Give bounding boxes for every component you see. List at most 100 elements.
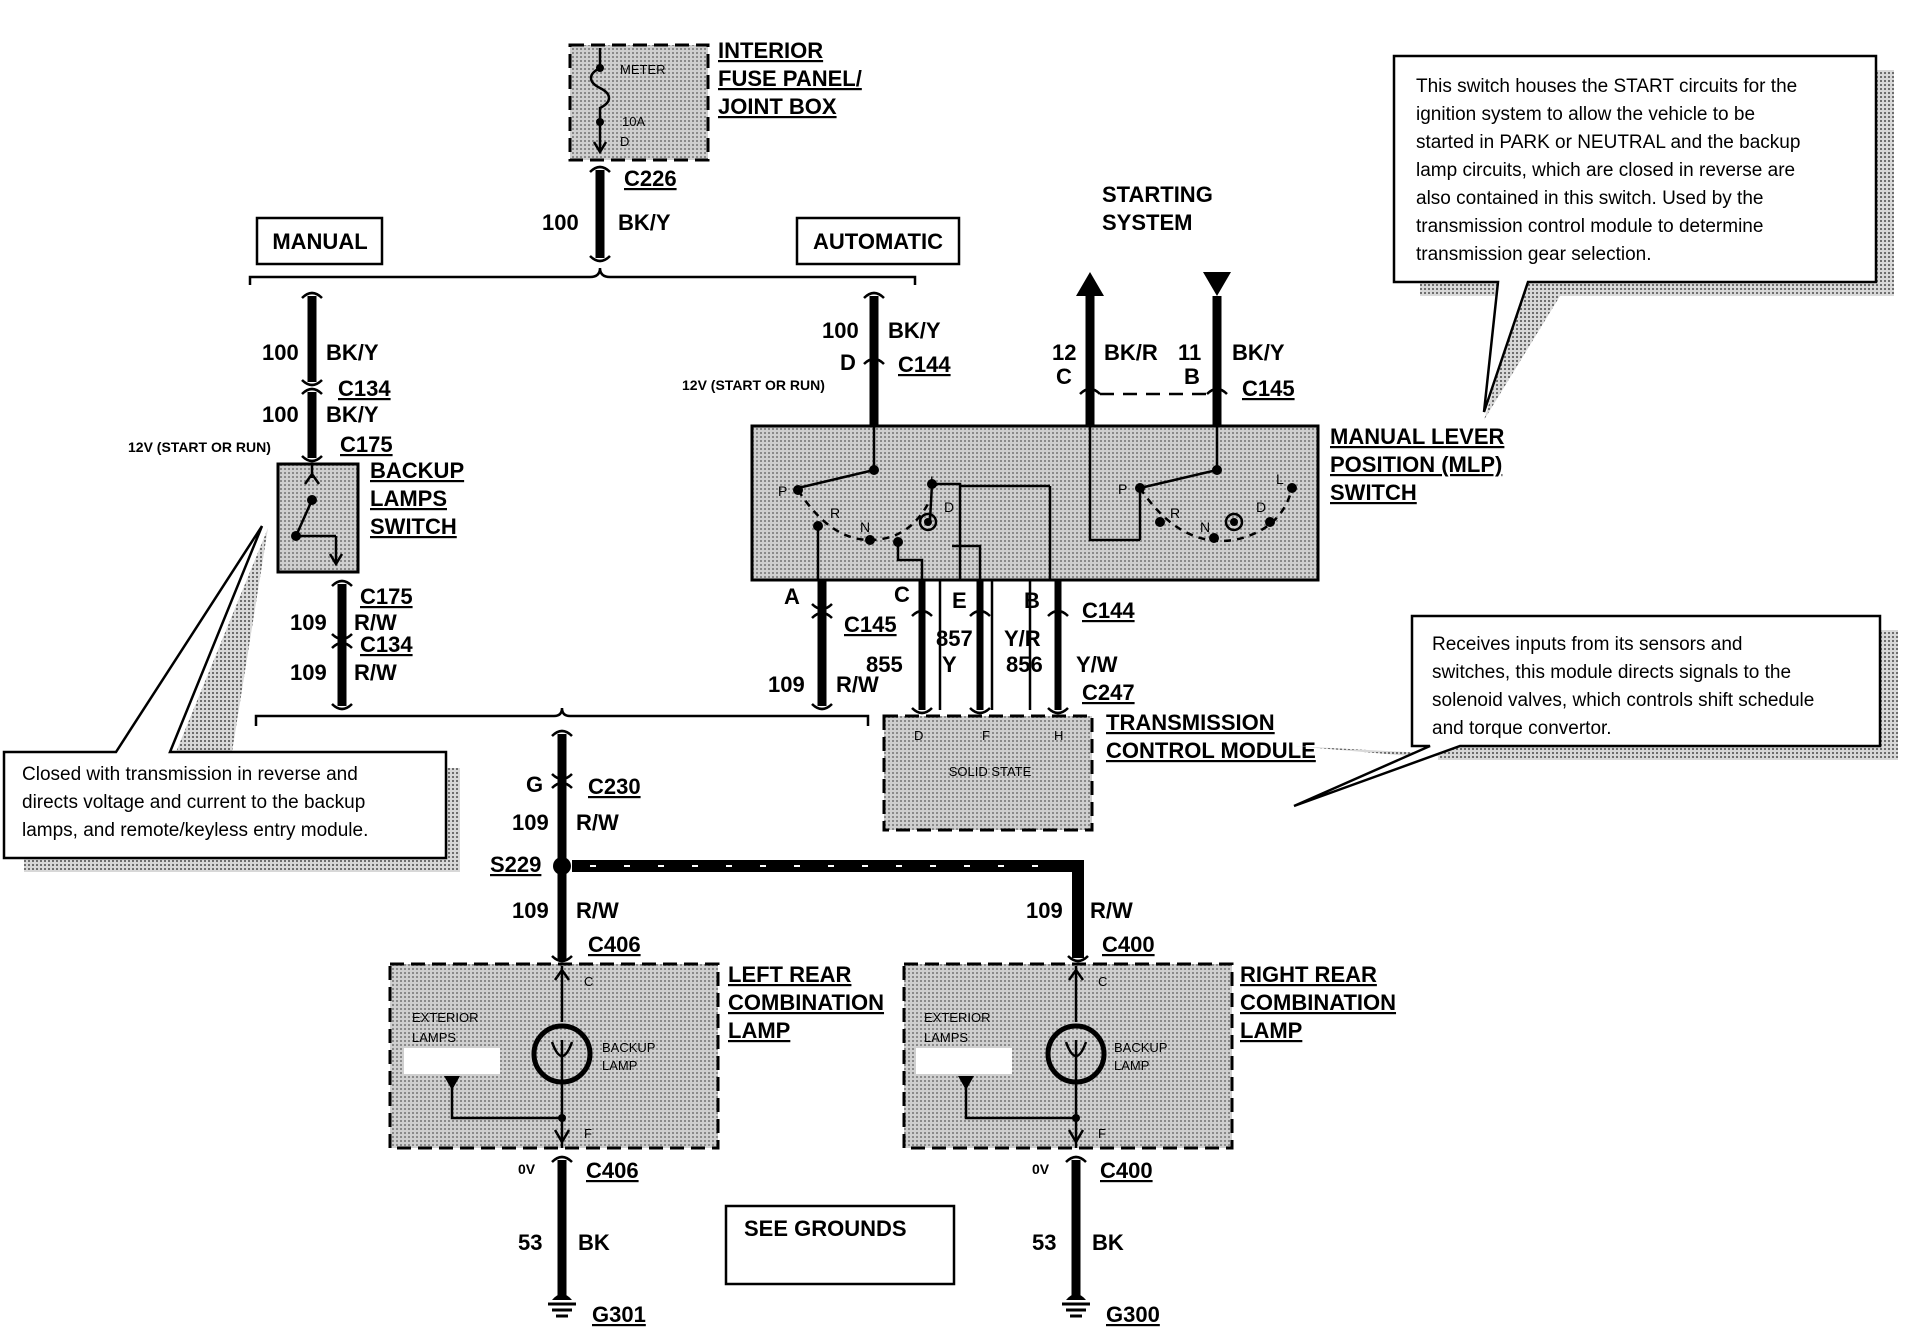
- tcm-pin-label-h: H: [1054, 728, 1063, 743]
- manual-c134b: C134: [360, 632, 413, 657]
- right-circuit: 109: [1026, 898, 1063, 923]
- mlp-note-callout: This switch houses the START circuits fo…: [1392, 54, 1894, 420]
- mlp-left-r: R: [830, 505, 840, 521]
- tcm-note-line-2: switches, this module directs signals to…: [1432, 662, 1791, 683]
- left-backup-2: LAMP: [602, 1058, 637, 1073]
- manual-w2-color: BK/Y: [326, 402, 379, 427]
- tcm-pin-e: E: [952, 588, 967, 613]
- mlp-note-line-6: transmission control module to determine: [1416, 216, 1763, 237]
- tcm-pin-c: C: [894, 582, 910, 607]
- w857-circuit: 857: [936, 626, 973, 651]
- mlp-note-line-3: started in PARK or NEUTRAL and the backu…: [1416, 132, 1800, 153]
- ground-icon-left: [548, 1294, 576, 1318]
- mlp-note-line-7: transmission gear selection.: [1416, 244, 1652, 265]
- manual-w2-circuit: 100: [262, 402, 299, 427]
- mlp-right-l: L: [1276, 471, 1284, 487]
- left-voltage: 0V: [518, 1161, 536, 1177]
- manual-label: MANUAL: [272, 229, 367, 254]
- manual-w4-color: R/W: [354, 660, 397, 685]
- tcm-solid-state: SOLID STATE: [949, 764, 1032, 779]
- start-arrow-up-icon: [1076, 272, 1104, 296]
- auto-w1-circuit: 100: [822, 318, 859, 343]
- right-backup-1: BACKUP: [1114, 1040, 1167, 1055]
- mlp-switch: P R N D L P R N D L: [750, 424, 1320, 582]
- manual-w1-color: BK/Y: [326, 340, 379, 365]
- manual-w1-circuit: 100: [262, 340, 299, 365]
- manual-c134: C134: [338, 376, 391, 401]
- mlp-right-d: D: [1256, 499, 1266, 515]
- switch-note-line-3: lamps, and remote/keyless entry module.: [22, 820, 368, 841]
- fuse-panel-title-2: FUSE PANEL/: [718, 66, 862, 91]
- manual-c175b: C175: [360, 584, 413, 609]
- right-pin-f: F: [1098, 1126, 1106, 1141]
- mlp-left-p: P: [778, 483, 787, 499]
- interior-fuse-panel: METER 10A D INTERIOR FUSE PANEL/ JOINT B…: [568, 38, 862, 162]
- fuse-icon: [589, 48, 611, 150]
- tcm-note-line-3: solenoid valves, which controls shift sc…: [1432, 690, 1814, 711]
- c226-label: C226: [624, 166, 677, 191]
- tcm-title-1: TRANSMISSION: [1106, 710, 1275, 735]
- see-grounds-label: SEE GROUNDS: [744, 1216, 907, 1241]
- mlp-note-line-2: ignition system to allow the vehicle to …: [1416, 104, 1755, 125]
- fuse-pin: D: [620, 134, 629, 149]
- tcm-c144: C144: [1082, 598, 1135, 623]
- right-exterior-1: EXTERIOR: [924, 1010, 990, 1025]
- left-lamp-title-3: LAMP: [728, 1018, 790, 1043]
- bus-bracket: [248, 267, 917, 285]
- meter-label: METER: [620, 62, 666, 77]
- left-exterior-2: LAMPS: [412, 1030, 456, 1045]
- auto-out-color: R/W: [836, 672, 879, 697]
- automatic-box: [795, 216, 961, 266]
- fuse-circuit: 100: [542, 210, 579, 235]
- mlp-right-n: N: [1200, 519, 1210, 535]
- ground-icon-right: [1062, 1294, 1090, 1318]
- manual-box: [255, 216, 384, 266]
- lower-w2-circuit: 109: [512, 898, 549, 923]
- w11-pin: B: [1184, 364, 1200, 389]
- tcm-pin-label-d: D: [914, 728, 923, 743]
- lower-c230: C230: [588, 774, 641, 799]
- lower-c400: C400: [1102, 932, 1155, 957]
- tcm-title-2: CONTROL MODULE: [1106, 738, 1316, 763]
- splice-label: S229: [490, 852, 541, 877]
- left-pin-f: F: [584, 1126, 592, 1141]
- w11-circuit: 11: [1178, 340, 1201, 365]
- mlp-right-p: P: [1118, 481, 1127, 497]
- manual-w3-color: R/W: [354, 610, 397, 635]
- see-grounds-box: [724, 1204, 956, 1286]
- manual-w4-circuit: 109: [290, 660, 327, 685]
- left-backup-1: BACKUP: [602, 1040, 655, 1055]
- left-rear-combination-lamp: EXTERIOR LAMPS BACKUP LAMP C F: [388, 962, 720, 1150]
- w857-color: Y: [942, 652, 957, 677]
- mlp-right-r: R: [1170, 505, 1180, 521]
- switch-title-2: LAMPS: [370, 486, 447, 511]
- manual-c175: C175: [340, 432, 393, 457]
- right-lamp-color: BK: [1092, 1230, 1124, 1255]
- mlp-note-line-5: also contained in this switch. Used by t…: [1416, 188, 1763, 209]
- tcm-pin-b: B: [1024, 588, 1040, 613]
- auto-pin-a: A: [784, 584, 800, 609]
- lower-w2-color: R/W: [576, 898, 619, 923]
- start-arrow-down-icon: [1203, 272, 1231, 296]
- tcm-pin-label-f: F: [982, 728, 990, 743]
- starting-title-2: SYSTEM: [1102, 210, 1192, 235]
- auto-c145: C145: [844, 612, 897, 637]
- mlp-title-2: POSITION (MLP): [1330, 452, 1502, 477]
- wire-109-right: [572, 860, 1084, 958]
- mlp-left-n: N: [860, 519, 870, 535]
- mlp-note-line-4: lamp circuits, which are closed in rever…: [1416, 160, 1795, 181]
- tcm-note-line-1: Receives inputs from its sensors and: [1432, 634, 1742, 655]
- tcm-note-line-4: and torque convertor.: [1432, 718, 1612, 739]
- auto-pin-d: D: [840, 350, 856, 375]
- auto-w1-color: BK/Y: [888, 318, 941, 343]
- auto-c144: C144: [898, 352, 951, 377]
- right-c400: C400: [1100, 1158, 1153, 1183]
- lower-w1-circuit: 109: [512, 810, 549, 835]
- lower-pin-g: G: [526, 772, 543, 797]
- auto-out-circuit: 109: [768, 672, 805, 697]
- fuse-panel-title-3: JOINT BOX: [718, 94, 837, 119]
- yr-color: Y/R: [1004, 626, 1041, 651]
- right-lamp-circuit: 53: [1032, 1230, 1056, 1255]
- manual-w3-circuit: 109: [290, 610, 327, 635]
